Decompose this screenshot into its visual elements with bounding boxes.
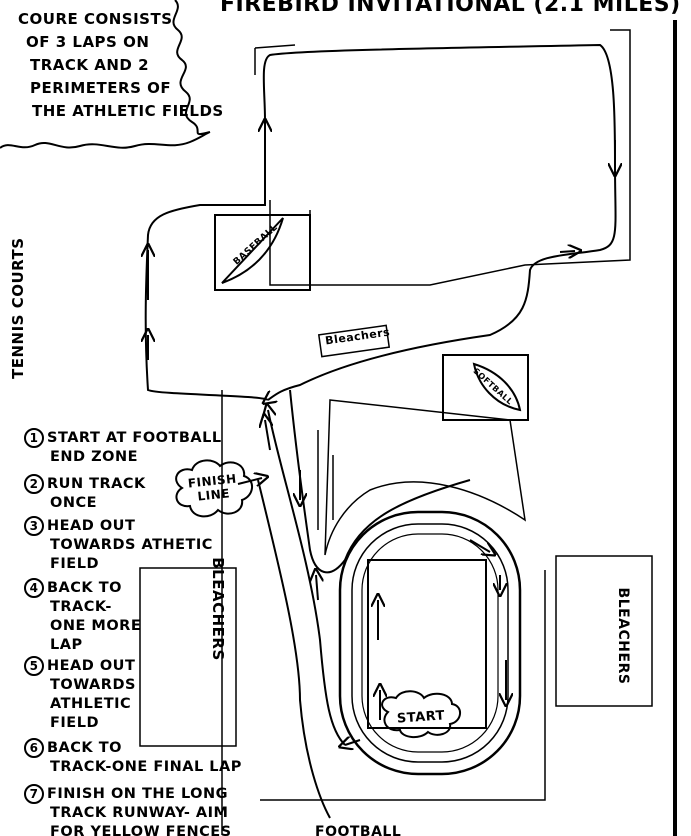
softball-diamond (472, 362, 522, 412)
runway-arrow-1 (265, 420, 270, 451)
runway-line-1 (257, 479, 331, 819)
step-number: 1 (24, 428, 44, 448)
route-arrow-left-top (559, 251, 575, 252)
field-enclosure (324, 399, 526, 556)
step-line: ONE MORE (50, 618, 142, 634)
football-label-cut: FOOTBALL (315, 824, 402, 836)
track-arrow-top (469, 539, 490, 552)
track-middle (351, 523, 509, 763)
step-number: 4 (24, 578, 44, 598)
step-line: START AT FOOTBALL (47, 430, 222, 446)
step-number: 5 (24, 656, 44, 676)
step-line: TOWARDS ATHETIC (50, 537, 213, 553)
route-field-loop (144, 43, 617, 400)
baseball-field (214, 214, 311, 291)
bleachers-right-label: BLEACHERS (615, 587, 631, 685)
start-cloud (381, 690, 461, 738)
bottom-boundary (260, 570, 546, 801)
note-line: OF 3 LAPS ON (26, 33, 150, 51)
step-line: ONCE (50, 495, 98, 511)
step-line: HEAD OUT (47, 518, 136, 534)
step-line: TOWARDS (50, 677, 136, 693)
step-line: TRACK-ONE FINAL LAP (50, 759, 242, 775)
note-line: COURE CONSISTS (18, 10, 173, 28)
finish-arrow (237, 478, 262, 484)
property-outline-top (254, 29, 631, 245)
course-note: COURE CONSISTS OF 3 LAPS ON TRACK AND 2 … (18, 8, 224, 123)
step-line: HEAD OUT (47, 658, 136, 674)
finish-cloud (175, 459, 253, 518)
step-number: 7 (24, 784, 44, 804)
runway-line-3 (289, 389, 471, 574)
tennis-courts-label: TENNIS COURTS (9, 237, 27, 379)
step-line: LAP (50, 637, 83, 653)
note-line: THE ATHLETIC FIELDS (32, 102, 224, 120)
track-outer (338, 510, 522, 776)
step-number: 2 (24, 474, 44, 494)
step-line: BACK TO (47, 740, 122, 756)
step-line: TRACK RUNWAY- AIM (50, 805, 229, 821)
step-number: 6 (24, 738, 44, 758)
step-line: FIELD (50, 715, 99, 731)
runway-arrow-3 (316, 575, 318, 601)
bleachers-left-label: BLEACHERS (209, 557, 227, 661)
track-inner-lane (361, 533, 499, 753)
track-arrow-bottom (345, 740, 361, 745)
step-line: RUN TRACK (47, 476, 146, 492)
softball-field (442, 354, 529, 421)
note-line: TRACK AND 2 (30, 56, 150, 74)
step-line: FOR YELLOW FENCES (50, 824, 232, 836)
note-line: PERIMETERS OF (30, 79, 172, 97)
step-line: END ZONE (50, 449, 139, 465)
step-line: TRACK- (50, 599, 112, 615)
bleachers-right-box (555, 555, 653, 707)
baseball-diamond (221, 217, 284, 284)
property-outline-inner (269, 200, 631, 286)
flagpole (317, 430, 334, 530)
runway-line-2 (268, 410, 346, 746)
bleachers-small-box (317, 324, 391, 358)
note-wavy-border (0, 0, 211, 149)
step-line: FIELD (50, 556, 99, 572)
map-title: FIREBIRD INVITATIONAL (2.1 MILES) (220, 0, 681, 17)
bleachers-left-box (139, 567, 237, 747)
football-field (367, 559, 487, 729)
step-number: 3 (24, 516, 44, 536)
step-line: BACK TO (47, 580, 122, 596)
step-line: ATHLETIC (50, 696, 132, 712)
step-line: FINISH ON THE LONG (47, 786, 229, 802)
